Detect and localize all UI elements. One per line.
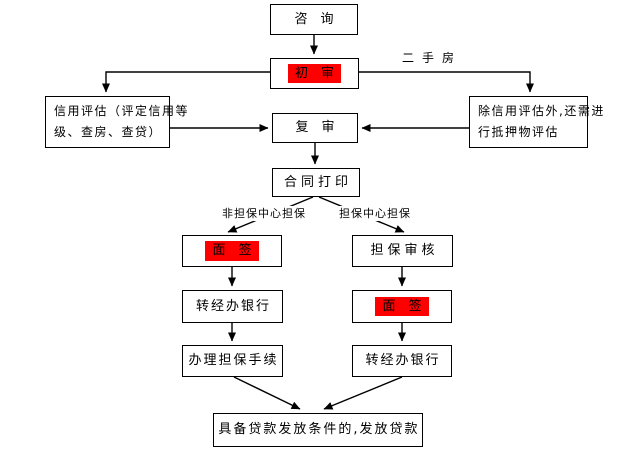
edge-initial-credit <box>102 71 270 93</box>
highlight-interview-right: 面签 <box>375 296 429 317</box>
node-to-bank-right: 转经办银行 <box>352 345 452 377</box>
edge-bankright-final <box>323 376 403 410</box>
node-to-bank-right-label: 转经办银行 <box>365 353 441 369</box>
node-guarantee-review: 担保审核 <box>352 235 453 267</box>
highlight-interview-left: 面签 <box>205 241 259 261</box>
node-interview-left-label: 面签 <box>212 243 265 259</box>
node-credit-eval-line1: 信用评估（评定信用等 <box>54 104 190 118</box>
node-final-grant: 具备贷款发放条件的,发放贷款 <box>213 413 423 447</box>
node-credit-eval: 信用评估（评定信用等 级、查房、查贷） <box>45 96 188 148</box>
node-guarantee-procedure-label: 办理担保手续 <box>188 353 279 369</box>
node-to-bank-left-label: 转经办银行 <box>195 298 271 314</box>
node-appraisal-line2: 行抵押物评估 <box>478 125 560 139</box>
node-consult-label: 咨询 <box>294 11 347 27</box>
node-guarantee-review-label: 担保审核 <box>370 243 439 259</box>
edge-label-branch-left: 非担保中心担保 <box>218 206 310 221</box>
edge-label-second-hand-house: 二手房 <box>394 51 470 66</box>
node-credit-eval-line2: 级、查房、查贷） <box>54 125 163 139</box>
node-guarantee-procedure: 办理担保手续 <box>182 345 283 377</box>
edge-procedure-final <box>233 376 301 410</box>
node-re-review: 复审 <box>272 113 358 143</box>
node-re-review-label: 复审 <box>295 120 348 136</box>
node-initial-review: 初审 <box>270 58 359 89</box>
node-consult: 咨询 <box>270 4 358 35</box>
edge-label-branch-right: 担保中心担保 <box>334 206 416 221</box>
edge-initial-appraisal <box>359 71 534 93</box>
highlight-initial-review: 初审 <box>287 63 341 84</box>
node-interview-right-label: 面签 <box>382 298 435 314</box>
node-appraisal: 除信用评估外,还需进 行抵押物评估 <box>469 96 603 148</box>
node-final-grant-label: 具备贷款发放条件的,发放贷款 <box>218 422 420 438</box>
node-appraisal-line1: 除信用评估外,还需进 <box>478 104 605 118</box>
node-interview-left: 面签 <box>182 235 282 267</box>
node-contract-print: 合同打印 <box>272 168 360 197</box>
node-to-bank-left: 转经办银行 <box>182 290 283 323</box>
node-contract-print-label: 合同打印 <box>283 174 352 190</box>
node-initial-review-label: 初审 <box>294 65 347 81</box>
node-interview-right: 面签 <box>352 290 452 323</box>
